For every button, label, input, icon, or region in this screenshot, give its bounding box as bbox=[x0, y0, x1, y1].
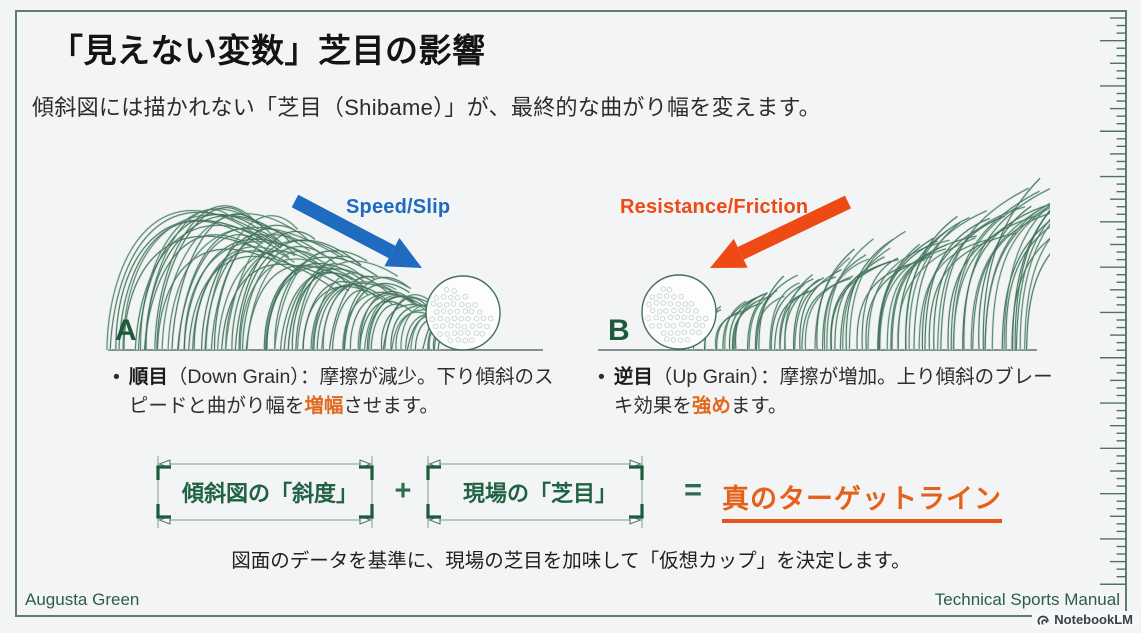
speed-slip-label: Speed/Slip bbox=[346, 196, 451, 218]
footer-left: Augusta Green bbox=[25, 590, 140, 609]
page-subtitle: 傾斜図には描かれない「芝目（Shibame）」が、最終的な曲がり幅を変えます。 bbox=[32, 95, 821, 120]
true-target-line-text: 真のターゲットライン bbox=[722, 477, 1002, 523]
notebooklm-watermark: NotebookLM bbox=[1032, 611, 1139, 629]
resistance-friction-label: Resistance/Friction bbox=[620, 196, 809, 218]
golf-ball bbox=[641, 274, 717, 350]
grain-term-box: 現場の「芝目」 bbox=[426, 456, 644, 528]
grass-down-grain bbox=[105, 204, 480, 351]
up-grain-illustration: B bbox=[598, 177, 1050, 351]
speed-arrow-icon bbox=[291, 194, 422, 268]
panel-a-letter: A bbox=[115, 314, 137, 347]
panel-b-letter: B bbox=[608, 314, 630, 347]
notebooklm-logo-icon bbox=[1037, 615, 1049, 625]
down-grain-illustration: A bbox=[105, 194, 543, 351]
golf-ball bbox=[425, 275, 501, 351]
ruler-ticks bbox=[1100, 17, 1126, 585]
page-title: 「見えない変数」芝目の影響 bbox=[50, 32, 486, 69]
grain-term-text: 現場の「芝目」 bbox=[463, 481, 617, 506]
watermark-label: NotebookLM bbox=[1054, 612, 1133, 627]
caption-text: 図面のデータを基準に、現場の芝目を加味して「仮想カップ」を決定します。 bbox=[231, 550, 911, 572]
plus-operator: + bbox=[394, 475, 412, 507]
slope-term-text: 傾斜図の「斜度」 bbox=[181, 481, 358, 506]
down-grain-text: 順目（Down Grain）：摩擦が減少。下り傾斜のスピードと曲がり幅を増幅させ… bbox=[128, 366, 554, 417]
up-grain-bullet: • 逆目（Up Grain）：摩擦が増加。上り傾斜のブレーキ効果を強めます。 bbox=[598, 363, 1058, 420]
bullet-marker: • bbox=[598, 366, 605, 388]
footer-right: Technical Sports Manual bbox=[934, 590, 1120, 609]
bullet-marker: • bbox=[113, 366, 120, 388]
slope-term-box: 傾斜図の「斜度」 bbox=[156, 456, 374, 528]
equals-operator: = bbox=[683, 472, 703, 507]
grass-up-grain bbox=[686, 177, 1050, 351]
down-grain-bullet: • 順目（Down Grain）：摩擦が減少。下り傾斜のスピードと曲がり幅を増幅… bbox=[113, 363, 565, 420]
resistance-arrow-icon bbox=[710, 195, 852, 268]
up-grain-text: 逆目（Up Grain）：摩擦が増加。上り傾斜のブレーキ効果を強めます。 bbox=[613, 366, 1053, 417]
